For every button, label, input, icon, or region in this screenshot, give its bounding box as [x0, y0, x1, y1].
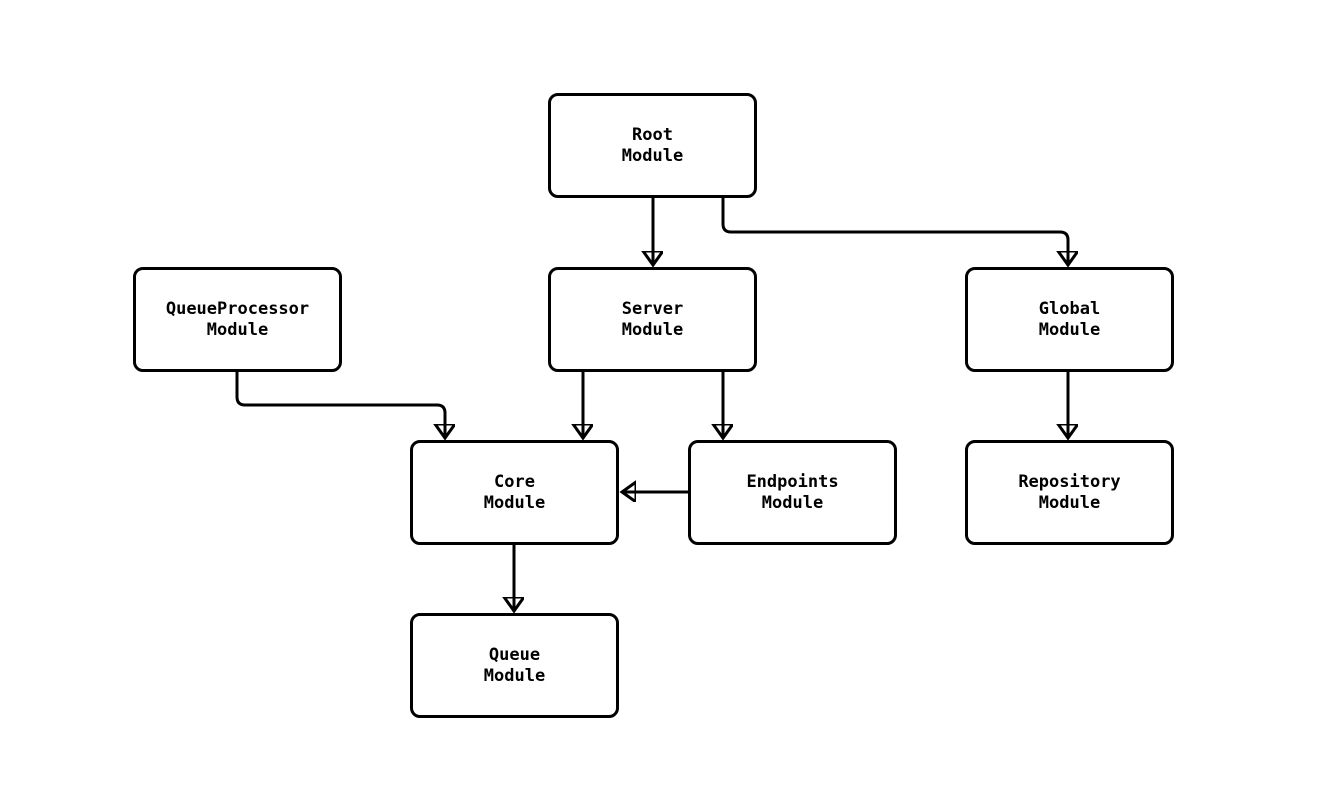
node-global-module-label: Global Module — [1038, 298, 1101, 340]
node-core-module-label: Core Module — [483, 471, 546, 513]
node-repository-module: Repository Module — [965, 440, 1174, 545]
edge-root-to-global-arrow — [721, 198, 1068, 264]
node-queue-module-label: Queue Module — [483, 644, 546, 686]
edge-queueprocessor-to-core-arrow — [235, 372, 445, 437]
node-root-module: Root Module — [548, 93, 757, 198]
node-repository-module-label: Repository Module — [1018, 471, 1121, 513]
node-core-module: Core Module — [410, 440, 619, 545]
node-endpoints-module: Endpoints Module — [688, 440, 897, 545]
node-root-module-label: Root Module — [621, 124, 684, 166]
node-server-module: Server Module — [548, 267, 757, 372]
node-queueprocessor-module-label: QueueProcessor Module — [165, 298, 310, 340]
node-global-module: Global Module — [965, 267, 1174, 372]
node-endpoints-module-label: Endpoints Module — [746, 471, 839, 513]
node-queueprocessor-module: QueueProcessor Module — [133, 267, 342, 372]
node-server-module-label: Server Module — [621, 298, 684, 340]
node-queue-module: Queue Module — [410, 613, 619, 718]
